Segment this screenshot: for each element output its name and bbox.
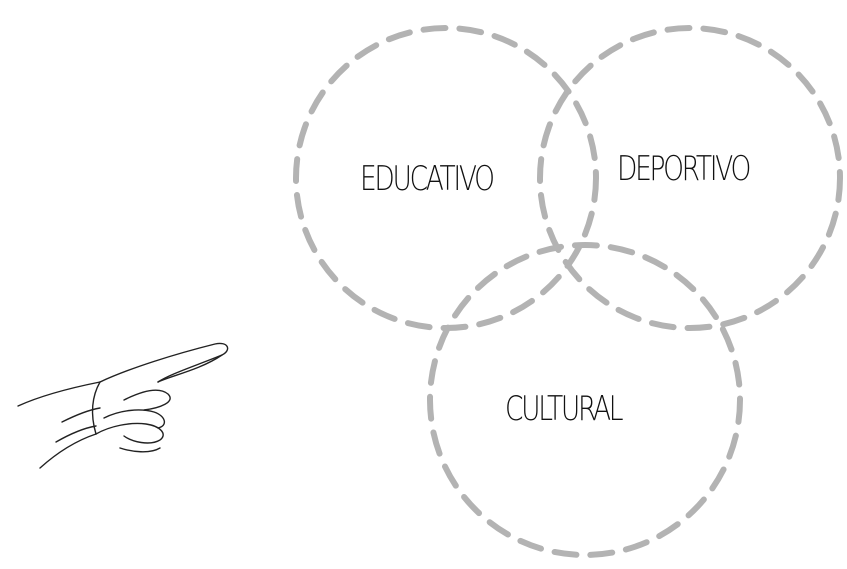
label-educativo: EDUCATIVO xyxy=(360,162,493,196)
pointing-hand-icon xyxy=(0,330,250,480)
label-deportivo: DEPORTIVO xyxy=(617,152,749,186)
label-cultural: CULTURAL xyxy=(505,392,621,426)
